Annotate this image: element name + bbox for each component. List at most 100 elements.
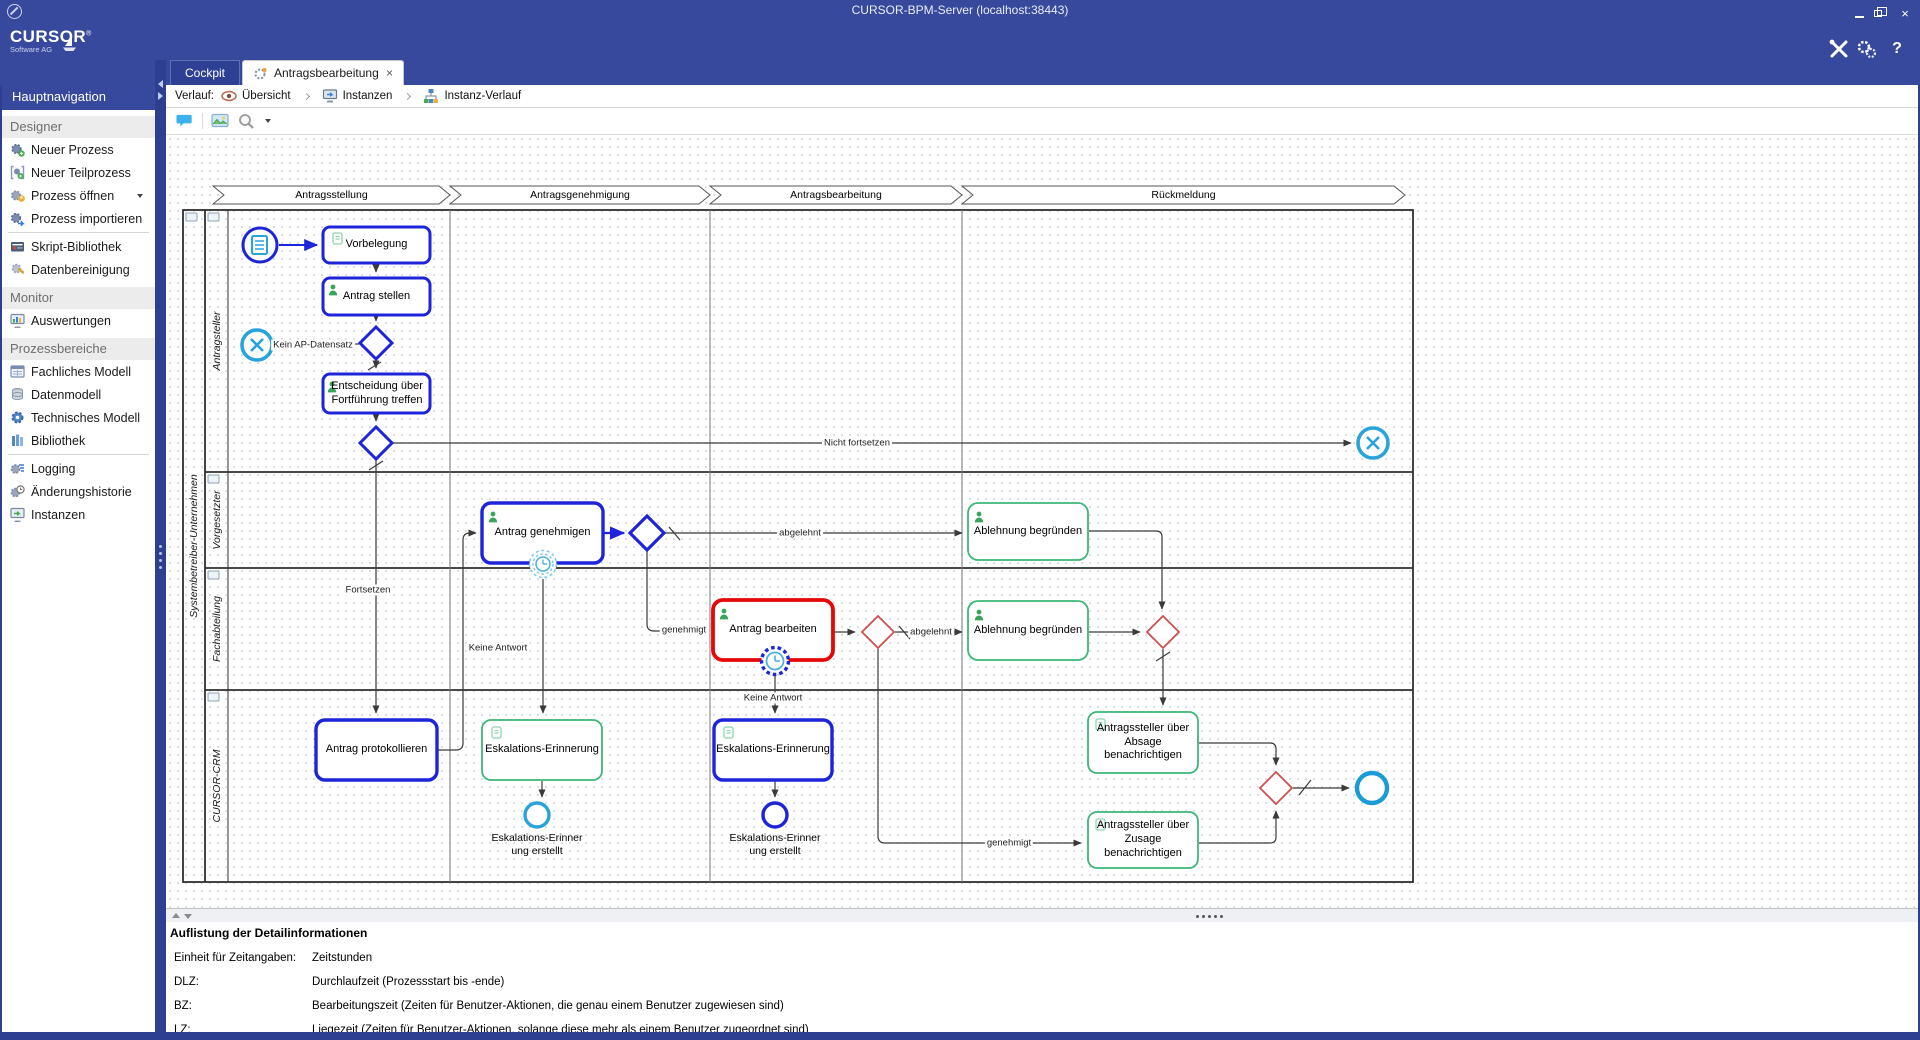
sidebar-item-label: Datenbereinigung xyxy=(31,262,130,277)
task-vorbelegung[interactable] xyxy=(321,225,432,265)
expand-right-icon[interactable] xyxy=(158,92,163,100)
timer-boundary-event-bearbeiten[interactable] xyxy=(759,645,791,677)
breadcrumb-item-uebersicht[interactable]: Übersicht xyxy=(221,88,291,104)
timer-boundary-event-genehmigen[interactable] xyxy=(528,549,558,579)
lane-collapse-box[interactable] xyxy=(207,474,220,484)
image-icon[interactable] xyxy=(211,112,229,130)
splitter-drag-handle[interactable] xyxy=(159,545,162,548)
clock-hands-icon xyxy=(542,559,547,565)
dropdown-caret-icon[interactable] xyxy=(137,193,143,198)
sidebar-item-neuer-prozess[interactable]: Neuer Prozess xyxy=(2,138,155,161)
flow-ablehnungv-gw5[interactable] xyxy=(1089,530,1166,610)
default-flow-marker xyxy=(668,526,681,541)
admin-gears-icon[interactable] xyxy=(1856,38,1878,60)
default-flow-marker xyxy=(1298,779,1312,796)
gateway-4[interactable] xyxy=(860,614,896,650)
help-icon[interactable]: ? xyxy=(1892,40,1902,57)
flow-protokollieren-genehmigen[interactable] xyxy=(437,529,477,751)
sidebar-item-prozess-importieren[interactable]: Prozess importieren xyxy=(2,207,155,230)
task-antrag-stellen[interactable] xyxy=(321,276,432,317)
minimize-button[interactable] xyxy=(1850,7,1868,21)
pool-border[interactable] xyxy=(182,209,1414,883)
clock-hands-icon xyxy=(774,655,780,662)
task-zusage-benachrichtigen[interactable] xyxy=(1087,811,1199,869)
panel-splitter[interactable] xyxy=(166,908,1918,922)
default-flow-marker xyxy=(368,460,384,471)
expand-up-icon[interactable] xyxy=(172,913,180,918)
sidebar-item-bibliothek[interactable]: Bibliothek xyxy=(2,429,155,452)
gateway-6[interactable] xyxy=(1258,770,1294,806)
sidebar-item-label: Instanzen xyxy=(31,507,86,522)
restore-button[interactable] xyxy=(1869,7,1887,21)
sidebar-item-prozess-oeffnen[interactable]: Prozess öffnen xyxy=(2,184,155,207)
sidebar-item-aenderungshistorie[interactable]: Änderungshistorie xyxy=(2,480,155,503)
sidebar-item-label: Fachliches Modell xyxy=(31,364,132,379)
sidebar-splitter[interactable] xyxy=(155,60,166,1032)
details-label: BZ: xyxy=(174,1000,192,1012)
sidebar-item-label: Neuer Prozess xyxy=(31,142,114,157)
sidebar-item-datenbereinigung[interactable]: Datenbereinigung xyxy=(2,258,155,281)
gateway-2[interactable] xyxy=(357,424,395,462)
tab-close-icon[interactable]: × xyxy=(385,66,393,80)
details-value: Durchlaufzeit (Prozessstart bis -ende) xyxy=(312,976,505,988)
flow-gw4-genehmigt[interactable] xyxy=(877,649,1082,847)
task-ablehnung-begruenden-vorgesetzter[interactable] xyxy=(967,502,1089,561)
sidebar-item-auswertungen[interactable]: Auswertungen xyxy=(2,309,155,332)
details-value: Zeitstunden xyxy=(312,952,373,964)
pool-collapse-box[interactable] xyxy=(185,212,198,222)
flow-zusage-gw6[interactable] xyxy=(1199,810,1280,844)
task-ablehnung-begruenden-fachabteilung[interactable] xyxy=(967,600,1089,661)
sidebar-item-label: Datenmodell xyxy=(31,387,102,402)
lane-collapse-box[interactable] xyxy=(207,570,220,580)
sidebar-item-label: Änderungshistorie xyxy=(31,484,132,499)
script-icons xyxy=(332,232,1106,831)
phase-rueckmeldung[interactable] xyxy=(960,185,1406,205)
gateway-1[interactable] xyxy=(357,324,395,362)
reports-icon xyxy=(10,313,25,328)
task-eskalations-erinnerung-2[interactable] xyxy=(712,718,834,782)
gateway-3[interactable] xyxy=(627,513,667,553)
phase-antragsgenehmigung[interactable] xyxy=(448,185,711,205)
sidebar-item-instanzen[interactable]: Instanzen xyxy=(2,503,155,526)
flow-gw3-genehmigt[interactable] xyxy=(646,550,707,635)
zoom-icon[interactable] xyxy=(237,112,257,130)
flow-absage-gw6[interactable] xyxy=(1199,742,1280,766)
task-absage-benachrichtigen[interactable] xyxy=(1087,711,1199,774)
breadcrumb-item-instanzen[interactable]: Instanzen xyxy=(322,88,392,104)
sidebar-item-label: Skript-Bibliothek xyxy=(31,239,122,254)
task-entscheidung[interactable] xyxy=(321,372,432,415)
default-flow-marker xyxy=(1155,651,1171,662)
sidebar-item-logging[interactable]: Logging xyxy=(2,457,155,480)
phase-antragsstellung[interactable] xyxy=(211,185,451,205)
task-eskalations-erinnerung-1[interactable] xyxy=(481,719,603,781)
phase-antragsbearbeitung[interactable] xyxy=(708,185,963,205)
sidebar-item-neuer-teilprozess[interactable]: Neuer Teilprozess xyxy=(2,161,155,184)
sidebar-item-technisches-modell[interactable]: Technisches Modell xyxy=(2,406,155,429)
breadcrumb-item-instanz-verlauf[interactable]: Instanz-Verlauf xyxy=(423,88,521,104)
lane-collapse-box[interactable] xyxy=(207,212,220,222)
end-event-eskalation-2[interactable] xyxy=(761,801,789,829)
sidebar-item-datenmodell[interactable]: Datenmodell xyxy=(2,383,155,406)
close-button[interactable]: × xyxy=(1901,6,1909,21)
comment-icon[interactable] xyxy=(176,112,194,130)
lane-collapse-box[interactable] xyxy=(207,692,220,702)
tools-icon[interactable] xyxy=(1828,38,1850,60)
task-antrag-protokollieren[interactable] xyxy=(314,718,439,782)
collapse-left-icon[interactable] xyxy=(158,80,163,88)
breadcrumb-label: Instanz-Verlauf xyxy=(444,90,522,102)
end-event-final[interactable] xyxy=(1354,770,1390,806)
collapse-down-icon[interactable] xyxy=(184,914,192,919)
tab-cockpit[interactable]: Cockpit xyxy=(170,60,240,85)
breadcrumb-label: Übersicht xyxy=(242,90,291,102)
sidebar-item-skript-bibliothek[interactable]: Skript-Bibliothek xyxy=(2,235,155,258)
splitter-drag-dots[interactable] xyxy=(1196,915,1199,918)
tab-antragsbearbeitung[interactable]: Antragsbearbeitung × xyxy=(242,60,404,85)
section-monitor: Monitor xyxy=(2,287,155,309)
zoom-dropdown-caret-icon[interactable] xyxy=(265,119,271,123)
sidebar-item-fachliches-modell[interactable]: Fachliches Modell xyxy=(2,360,155,383)
instances-icon xyxy=(10,507,25,522)
end-event-eskalation-1[interactable] xyxy=(523,801,551,829)
app-logo-icon xyxy=(7,4,22,19)
gateway-5[interactable] xyxy=(1145,614,1181,650)
